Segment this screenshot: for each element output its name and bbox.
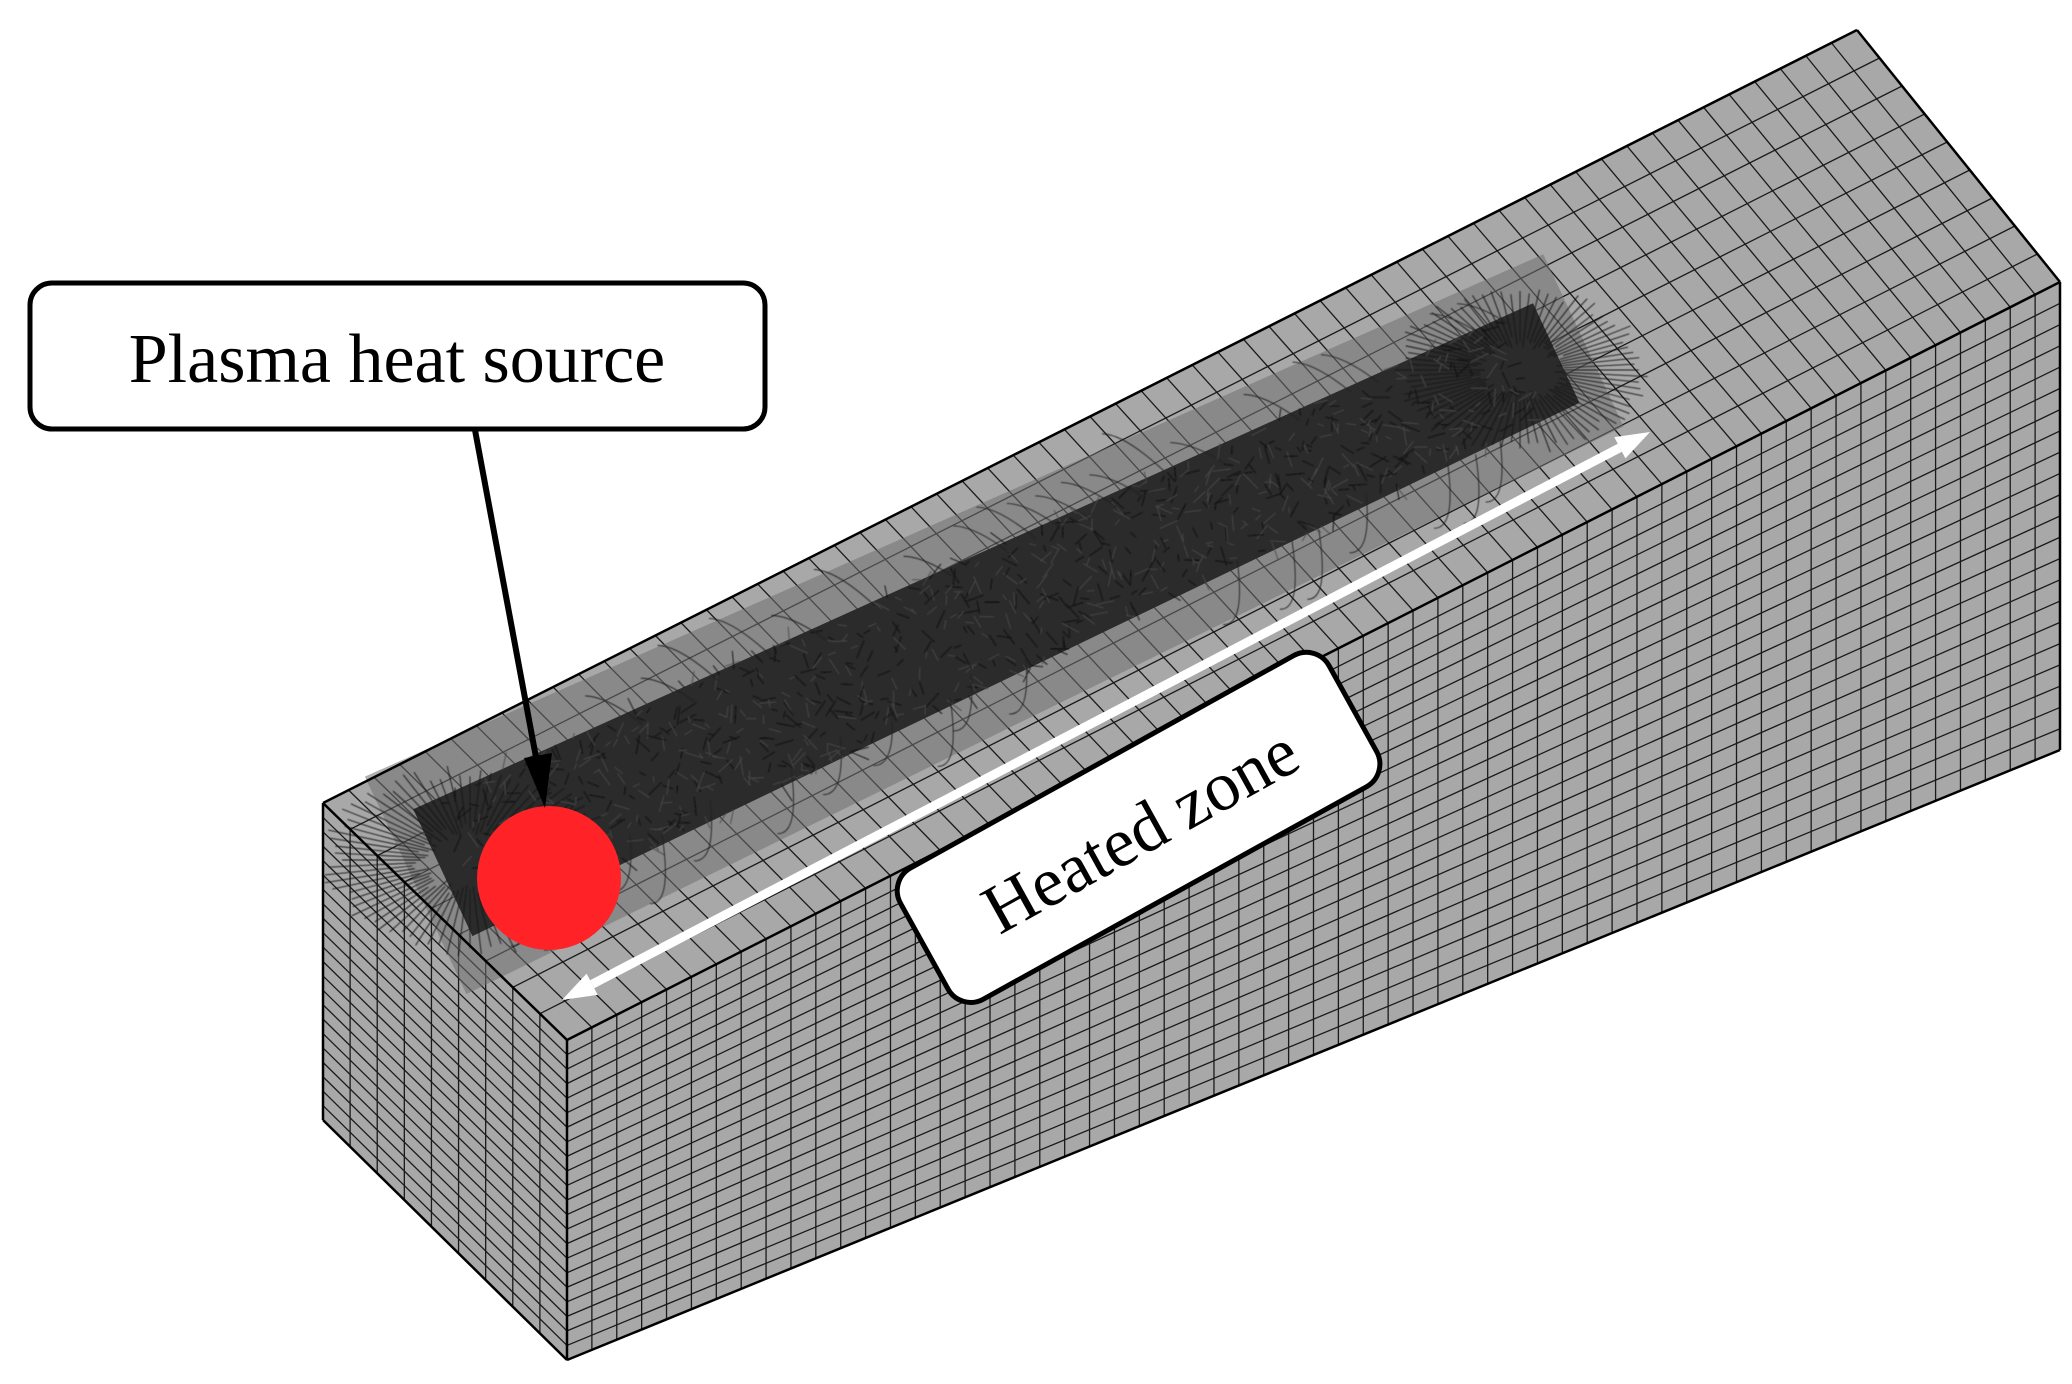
mesh-line <box>1703 106 1912 359</box>
mesh-line <box>322 989 568 1230</box>
mesh-line <box>1651 132 1862 384</box>
mesh-line <box>566 494 2061 1187</box>
mesh-line <box>566 557 2061 1230</box>
mesh-line <box>539 253 2038 1015</box>
mesh-line <box>566 536 2061 1216</box>
mesh-line <box>566 600 2061 1259</box>
heat-source-marker <box>477 806 621 950</box>
mesh-line <box>322 1090 568 1332</box>
heat-source-label: Plasma heat source <box>129 321 665 398</box>
heat-source-callout: Plasma heat source <box>27 280 768 808</box>
mesh-line <box>566 664 2061 1303</box>
mesh-line <box>322 874 568 1114</box>
mesh-line <box>322 917 568 1157</box>
mesh-line <box>1754 81 1961 333</box>
mesh-line <box>322 946 568 1186</box>
heated-zone-arrow-line <box>590 443 1622 989</box>
mesh-line <box>566 728 2061 1347</box>
heat-source-label-box <box>27 280 768 432</box>
mesh-line <box>566 472 2061 1172</box>
mesh-line <box>1830 42 2036 296</box>
mesh-line <box>566 706 2061 1332</box>
mesh-line <box>322 860 568 1099</box>
mesh-line <box>566 515 2061 1201</box>
mesh-line <box>566 643 2061 1288</box>
mesh-line <box>322 975 568 1216</box>
refined-core <box>413 303 1580 937</box>
callout-pointer-head <box>524 753 552 808</box>
mesh-line <box>1549 184 1762 435</box>
mesh-line <box>322 888 568 1128</box>
block-edge <box>322 28 1858 805</box>
mesh-line <box>1805 55 2011 308</box>
mesh-line <box>1677 119 1887 371</box>
mesh-line <box>566 685 2061 1317</box>
mesh-line <box>322 903 568 1143</box>
mesh-line <box>322 1105 568 1346</box>
mesh-line <box>1575 171 1787 422</box>
mesh-line <box>512 225 2016 988</box>
mesh-line <box>322 1004 568 1245</box>
mesh-line <box>1626 145 1837 397</box>
mesh-line <box>566 579 2061 1245</box>
mesh-front-grid <box>322 816 568 1346</box>
block-edge <box>322 1119 568 1361</box>
mesh-line <box>322 1018 568 1259</box>
mesh-line <box>1524 197 1738 447</box>
mesh-line <box>566 621 2061 1274</box>
mesh-line <box>322 932 568 1172</box>
callout-pointer-line <box>472 429 541 769</box>
mesh-block <box>321 28 2062 1362</box>
mesh-line <box>322 961 568 1201</box>
mesh-line <box>1498 209 1713 460</box>
mesh-line <box>322 1033 568 1274</box>
block-edge <box>322 802 568 1041</box>
heated-zone-arrow-head-start <box>562 973 598 1000</box>
mesh-line <box>322 845 568 1085</box>
mesh-line <box>322 1047 568 1288</box>
heated-zone-arrow <box>562 432 1650 1000</box>
mesh-line <box>322 1061 568 1303</box>
mesh-line <box>322 1076 568 1317</box>
mesh-line <box>1779 68 1986 321</box>
block-edge <box>1856 29 2061 283</box>
mesh-line <box>1728 94 1937 346</box>
heated-zone-arrow-head-end <box>1614 432 1650 459</box>
heated-zone-label-box <box>894 649 1383 1005</box>
mesh-line <box>1600 158 1812 409</box>
block-edge <box>566 748 2061 1362</box>
